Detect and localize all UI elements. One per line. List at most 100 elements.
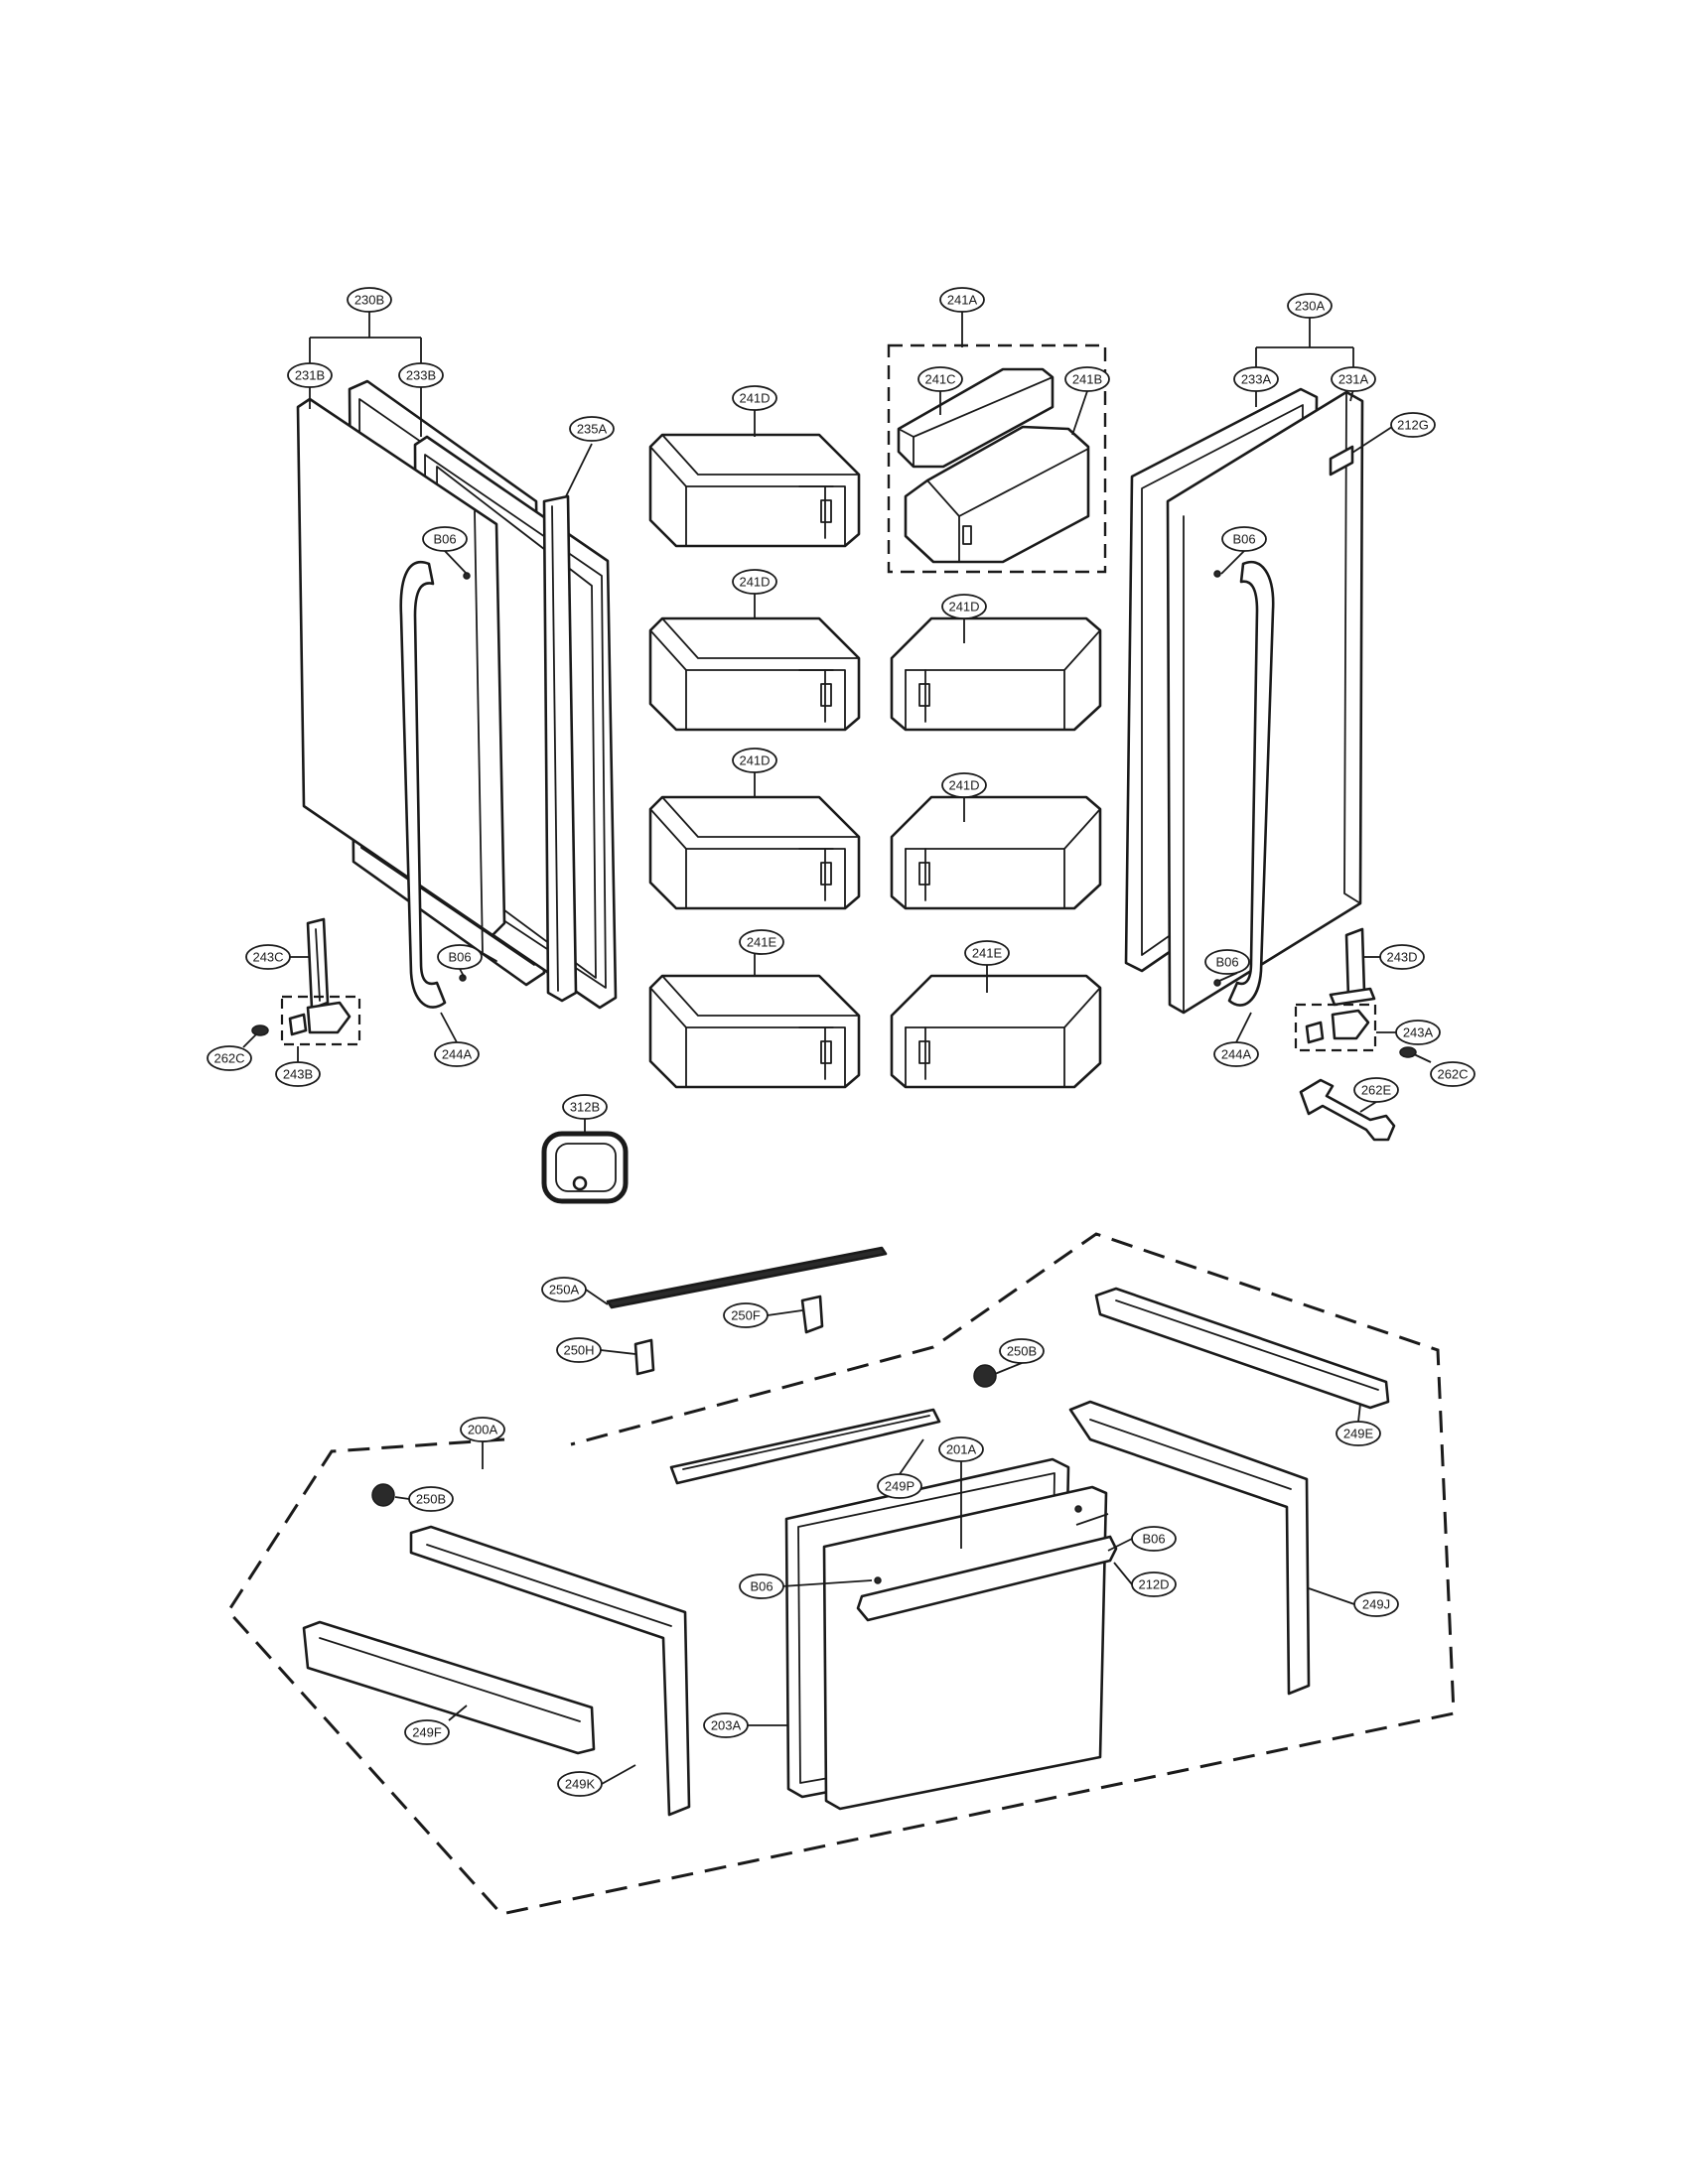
callout-249p: 249P xyxy=(877,1473,922,1499)
freezer-drawer-assembly xyxy=(226,1232,1456,1916)
callout-230a: 230A xyxy=(1287,293,1333,319)
callout-241d-5: 241D xyxy=(941,772,987,798)
callout-b06-4: B06 xyxy=(1204,949,1250,975)
strip-250a xyxy=(606,1246,888,1309)
callout-b06-3: B06 xyxy=(437,944,483,970)
callout-250a: 250A xyxy=(541,1277,587,1302)
callout-201a: 201A xyxy=(938,1436,984,1462)
callout-233a: 233A xyxy=(1233,366,1279,392)
cover-312b xyxy=(541,1131,629,1204)
washer-262c-left xyxy=(251,1024,269,1036)
svg-text:230A: 230A xyxy=(1295,299,1326,314)
svg-text:243C: 243C xyxy=(252,950,283,965)
svg-text:235A: 235A xyxy=(577,422,608,437)
door-bin-241d-1 xyxy=(648,433,861,548)
washer-262c-right xyxy=(1399,1046,1417,1058)
callout-200a: 200A xyxy=(460,1417,505,1442)
callout-249k: 249K xyxy=(557,1771,603,1797)
gear-250b-left xyxy=(371,1483,395,1507)
svg-text:249E: 249E xyxy=(1343,1427,1374,1441)
svg-text:241E: 241E xyxy=(747,935,777,950)
hinge-bracket-243d xyxy=(1344,927,1366,1001)
callout-235a: 235A xyxy=(569,416,615,442)
svg-text:233A: 233A xyxy=(1241,372,1272,387)
callout-244a-1: 244A xyxy=(434,1041,480,1067)
drawer-handle-212d xyxy=(856,1535,1118,1622)
callout-250h: 250H xyxy=(556,1337,602,1363)
svg-text:243A: 243A xyxy=(1403,1025,1434,1040)
svg-text:250B: 250B xyxy=(416,1492,446,1507)
callout-244a-2: 244A xyxy=(1213,1041,1259,1067)
hinge-243b xyxy=(306,1001,352,1034)
callout-250f: 250F xyxy=(723,1302,769,1328)
left-door-handle-244a xyxy=(399,561,447,1009)
door-bin-241d-5 xyxy=(890,795,1102,910)
callout-243a: 243A xyxy=(1395,1020,1441,1045)
rail-249p xyxy=(669,1408,941,1485)
callout-203a: 203A xyxy=(703,1712,749,1738)
callout-231b: 231B xyxy=(287,362,333,388)
svg-text:262E: 262E xyxy=(1361,1083,1392,1098)
door-bin-241d-2 xyxy=(648,616,861,732)
callout-241a: 241A xyxy=(939,287,985,313)
svg-text:212D: 212D xyxy=(1138,1577,1169,1592)
door-bin-241e-1 xyxy=(648,974,861,1089)
left-hinge-parts xyxy=(251,917,361,1046)
hinge-243a xyxy=(1331,1009,1370,1040)
callout-b06-1: B06 xyxy=(422,526,468,552)
callout-262e: 262E xyxy=(1353,1077,1399,1103)
right-hinge-parts xyxy=(1294,927,1417,1142)
callout-b06-2: B06 xyxy=(1221,526,1267,552)
door-bin-241e-2 xyxy=(890,974,1102,1089)
svg-text:250H: 250H xyxy=(563,1343,594,1358)
svg-text:262C: 262C xyxy=(213,1051,244,1066)
svg-text:241A: 241A xyxy=(947,293,978,308)
svg-text:250B: 250B xyxy=(1007,1344,1037,1359)
callout-241b: 241B xyxy=(1064,366,1110,392)
callout-250b-2: 250B xyxy=(408,1486,454,1512)
svg-text:262C: 262C xyxy=(1437,1067,1468,1082)
svg-text:200A: 200A xyxy=(468,1423,498,1437)
svg-text:233B: 233B xyxy=(406,368,436,383)
svg-text:250F: 250F xyxy=(731,1308,761,1323)
svg-text:B06: B06 xyxy=(433,532,456,547)
svg-text:203A: 203A xyxy=(711,1718,742,1733)
callout-b06-5: B06 xyxy=(1131,1526,1177,1552)
callout-241d-3: 241D xyxy=(732,748,777,773)
svg-text:243B: 243B xyxy=(283,1067,313,1082)
callout-241d-1: 241D xyxy=(732,385,777,411)
right-door-assembly xyxy=(1124,387,1364,1015)
bin-assembly-241a-box xyxy=(887,343,1107,574)
door-bin-241d-3 xyxy=(648,795,861,910)
svg-text:B06: B06 xyxy=(1215,955,1238,970)
door-bin-241d-4 xyxy=(890,616,1102,732)
svg-text:249P: 249P xyxy=(885,1479,914,1494)
callout-243b: 243B xyxy=(275,1061,321,1087)
svg-text:243D: 243D xyxy=(1386,950,1417,965)
right-door-handle-244a xyxy=(1227,560,1275,1007)
svg-text:B06: B06 xyxy=(750,1579,773,1594)
callout-249e: 249E xyxy=(1336,1421,1381,1446)
callout-230b: 230B xyxy=(347,287,392,313)
svg-text:312B: 312B xyxy=(570,1100,600,1115)
callout-249f: 249F xyxy=(404,1719,450,1745)
svg-text:241E: 241E xyxy=(972,946,1003,961)
callout-241d-4: 241D xyxy=(941,594,987,619)
callout-233b: 233B xyxy=(398,362,444,388)
wrench-262e xyxy=(1299,1078,1396,1142)
svg-text:230B: 230B xyxy=(354,293,384,308)
svg-text:B06: B06 xyxy=(1142,1532,1165,1547)
callout-262c-1: 262C xyxy=(207,1045,252,1071)
svg-text:241D: 241D xyxy=(948,600,979,614)
svg-text:B06: B06 xyxy=(1232,532,1255,547)
gear-250b-right xyxy=(973,1364,997,1388)
callout-312b: 312B xyxy=(562,1094,608,1120)
svg-text:249K: 249K xyxy=(565,1777,596,1792)
slide-249e xyxy=(1094,1287,1390,1410)
svg-text:201A: 201A xyxy=(946,1442,977,1457)
callout-249j: 249J xyxy=(1353,1591,1399,1617)
callout-212d: 212D xyxy=(1131,1571,1177,1597)
svg-text:B06: B06 xyxy=(448,950,471,965)
callout-241d-2: 241D xyxy=(732,569,777,595)
